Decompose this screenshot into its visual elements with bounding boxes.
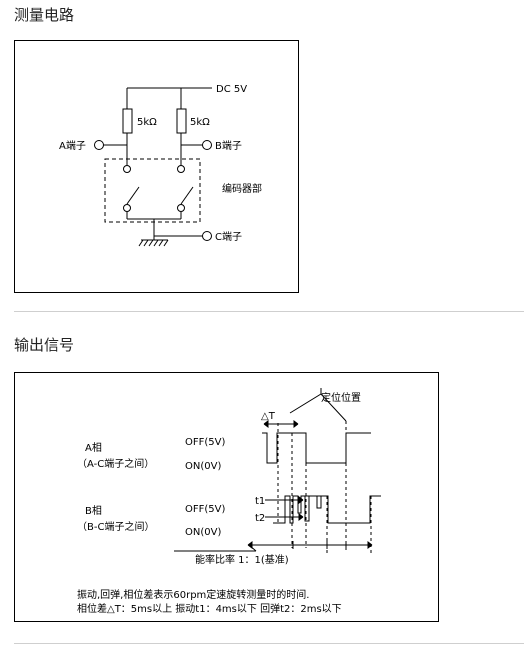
phase-a-on-label: ON(0V): [185, 461, 221, 472]
phase-b-off-label: OFF(5V): [185, 504, 225, 515]
phase-a-label: A相: [85, 441, 102, 454]
timing-diagram: 定位位置 △T A相 （A-C端子之间） OFF(5V) ON(0V) B相 （…: [77, 388, 381, 615]
output-section-title: 输出信号: [14, 336, 75, 354]
section-divider: [14, 311, 524, 312]
phase-b-on-label: ON(0V): [185, 527, 221, 538]
circuit-diagram: DC 5V 5kΩ 5kΩ A端子 B端子 编码器部 C端子: [59, 84, 262, 247]
circuit-panel: DC 5V 5kΩ 5kΩ A端子 B端子 编码器部 C端子: [14, 40, 299, 293]
t2-label: t2: [255, 513, 265, 524]
resistor-right: [176, 108, 187, 134]
position-label: 定位位置: [321, 391, 361, 404]
note-line-2: 相位差△T：5ms以上 振动t1：4ms以下 回弹t2：2ms以下: [77, 602, 342, 615]
terminal-c-label: C端子: [215, 230, 242, 243]
switch-left: [126, 186, 140, 205]
encoder-label: 编码器部: [222, 182, 262, 195]
terminal-b-node: [202, 140, 212, 150]
ratio-label: 能率比率 1：1(基准): [195, 553, 289, 566]
switch-right: [180, 186, 194, 205]
phase-a-sub: （A-C端子之间）: [77, 457, 154, 470]
terminal-a-node: [94, 140, 104, 150]
phase-b-label: B相: [85, 504, 102, 517]
bottom-divider: [14, 643, 524, 644]
resistor-left: [122, 108, 133, 134]
supply-label: DC 5V: [216, 84, 247, 95]
phase-a-off-label: OFF(5V): [185, 437, 225, 448]
delta-t-label: △T: [261, 411, 276, 422]
terminal-b-label: B端子: [215, 139, 242, 152]
signal-panel: 定位位置 △T A相 （A-C端子之间） OFF(5V) ON(0V) B相 （…: [14, 372, 439, 622]
circuit-section-title: 测量电路: [14, 6, 75, 24]
phase-b-waveform: [273, 495, 381, 524]
note-line-1: 振动,回弹,相位差表示60rpm定速旋转测量时的时间.: [77, 588, 309, 601]
terminal-a-label: A端子: [59, 139, 86, 152]
phase-b-sub: （B-C端子之间）: [77, 520, 154, 533]
encoder-box: [104, 158, 201, 223]
terminal-c-node: [202, 231, 212, 241]
t1-label: t1: [255, 496, 265, 507]
resistor-left-label: 5kΩ: [137, 117, 157, 128]
resistor-right-label: 5kΩ: [190, 117, 210, 128]
